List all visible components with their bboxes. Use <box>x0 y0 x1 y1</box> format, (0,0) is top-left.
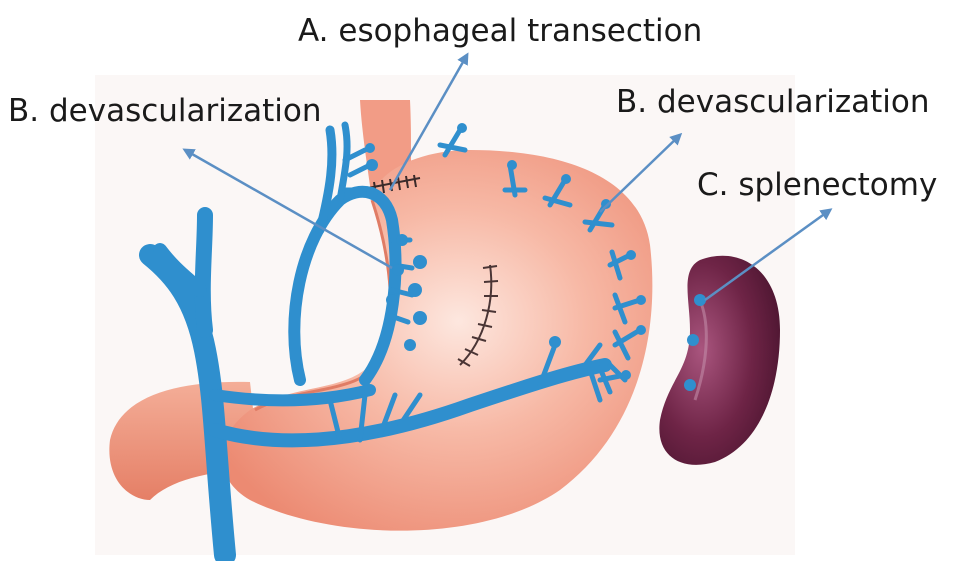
label-devascularization-right: B. devascularization <box>616 87 930 118</box>
label-esophageal-transection: A. esophageal transection <box>298 16 702 47</box>
label-splenectomy: C. splenectomy <box>697 170 937 201</box>
label-devascularization-left: B. devascularization <box>8 96 322 127</box>
